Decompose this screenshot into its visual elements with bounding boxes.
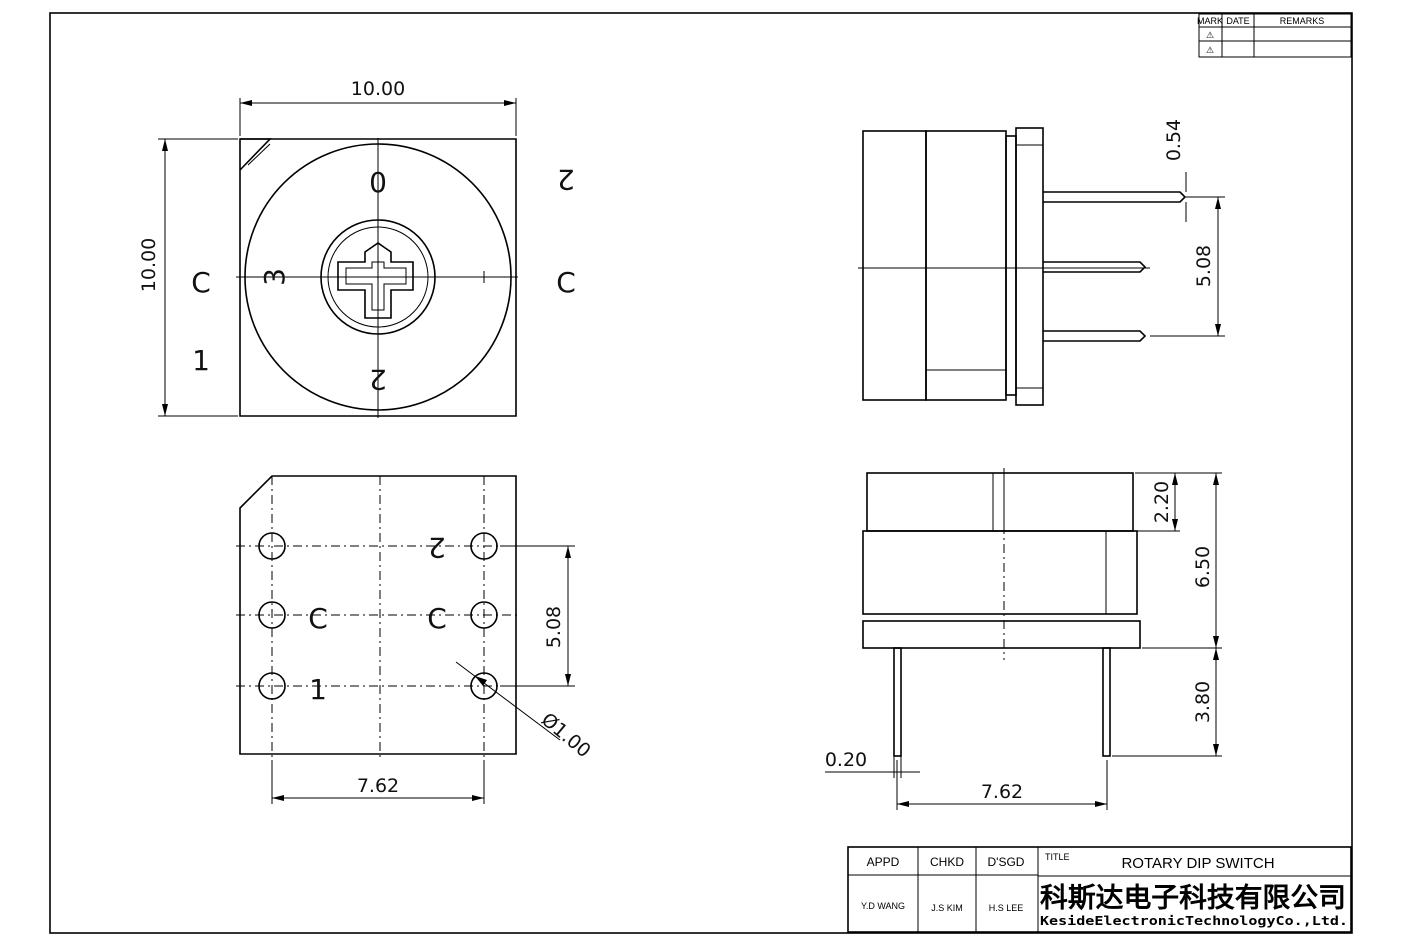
dim-front-height: 10.00 — [138, 238, 160, 292]
side-view: 0.54 5.08 — [858, 119, 1225, 406]
dim-side-pin-width: 0.54 — [1163, 119, 1185, 161]
front-label-right-c: C — [556, 266, 576, 299]
dim-side-pin-pitch: 5.08 — [1193, 245, 1215, 287]
chkd-name: J.S KIM — [931, 903, 963, 913]
company-name-en: KesideElectronicTechnologyCo.,Ltd. — [1040, 913, 1348, 928]
dim-end-pitch: 7.62 — [981, 781, 1023, 803]
revision-header-remarks: REMARKS — [1280, 16, 1325, 26]
bottom-label-c-left: C — [308, 602, 328, 635]
warning-icon: ⚠ — [1206, 30, 1214, 40]
drawing-title: ROTARY DIP SWITCH — [1121, 855, 1274, 872]
drawing-frame — [49, 12, 1353, 934]
dim-bottom-pitch-v: 5.08 — [543, 606, 565, 648]
end-view: 2.20 6.50 3.80 0.20 7.62 — [825, 468, 1222, 810]
title-label: TITLE — [1045, 852, 1070, 862]
bottom-label-c-right: C — [427, 602, 447, 635]
dial-label-0: 0 — [369, 166, 387, 199]
dim-end-body: 6.50 — [1192, 546, 1214, 588]
front-label-bottom-left-1: 1 — [192, 344, 210, 377]
dim-end-pin-thickness: 0.20 — [825, 749, 867, 771]
dsgd-name: H.S LEE — [989, 903, 1024, 913]
dim-end-top: 2.20 — [1151, 481, 1173, 523]
bottom-label-1: 1 — [309, 673, 327, 706]
dsgd-label: D'SGD — [988, 855, 1025, 869]
dim-bottom-pitch-h: 7.62 — [357, 775, 399, 797]
bottom-view: 2 C C 1 5.08 7.62 Ø1.00 — [236, 475, 595, 804]
company-name-cn: 科斯达电子科技有限公司 — [1040, 883, 1346, 914]
dim-end-pins: 3.80 — [1192, 681, 1214, 723]
dial-label-3: 3 — [258, 268, 291, 286]
dim-pin-hole: Ø1.00 — [537, 709, 595, 763]
revision-block: MARK DATE REMARKS ⚠ ⚠ — [1197, 13, 1352, 58]
dim-front-width: 10.00 — [351, 78, 405, 100]
chkd-label: CHKD — [930, 855, 964, 869]
front-label-left-c: C — [191, 266, 211, 299]
bottom-label-2: 2 — [428, 531, 446, 564]
appd-name: Y.D WANG — [861, 901, 905, 911]
title-block: APPD CHKD D'SGD TITLE Y.D WANG J.S KIM H… — [847, 846, 1352, 933]
revision-header-date: DATE — [1226, 16, 1249, 26]
warning-icon: ⚠ — [1206, 45, 1214, 55]
dial-label-2: 2 — [369, 363, 387, 396]
revision-header-mark: MARK — [1197, 16, 1223, 26]
front-view: 10.00 10.00 0 3 2 C C 2 1 — [138, 78, 576, 418]
front-label-top-right-2: 2 — [557, 163, 575, 196]
appd-label: APPD — [867, 855, 900, 869]
